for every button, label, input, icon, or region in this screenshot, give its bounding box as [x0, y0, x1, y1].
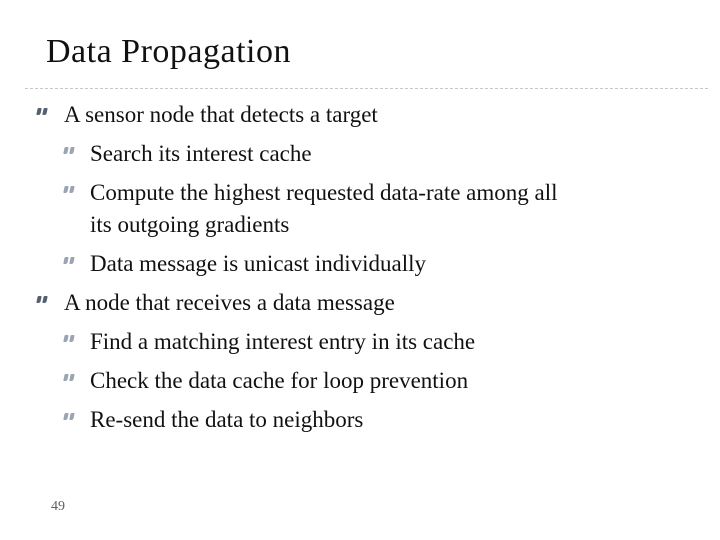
list-item: A node that receives a data message	[36, 287, 663, 319]
quote-bullet-icon	[36, 296, 64, 303]
quote-bullet-icon	[63, 335, 90, 342]
list-item-text: Re-send the data to neighbors	[90, 407, 364, 432]
list-item: Check the data cache for loop prevention	[63, 365, 663, 397]
list-item-text: Search its interest cache	[90, 141, 312, 166]
list-item-text: A node that receives a data message	[64, 290, 395, 315]
page-number: 49	[51, 499, 65, 514]
bullet-list: A sensor node that detects a target Sear…	[36, 99, 663, 443]
quote-bullet-icon	[63, 147, 90, 154]
list-item: Find a matching interest entry in its ca…	[63, 326, 663, 358]
list-item-text: A sensor node that detects a target	[64, 102, 378, 127]
list-item-text: Compute the highest requested data-rate …	[90, 180, 558, 237]
list-item-text: Find a matching interest entry in its ca…	[90, 329, 476, 354]
quote-bullet-icon	[63, 186, 90, 193]
slide-title: Data Propagation	[46, 33, 291, 70]
list-item-text: Data message is unicast individually	[90, 251, 426, 276]
list-item: Re-send the data to neighbors	[63, 404, 663, 436]
list-item-text: Check the data cache for loop prevention	[90, 368, 469, 393]
quote-bullet-icon	[63, 257, 90, 264]
title-divider	[25, 88, 708, 89]
quote-bullet-icon	[36, 108, 64, 115]
list-item: Data message is unicast individually	[63, 248, 663, 280]
quote-bullet-icon	[63, 413, 90, 420]
list-item: Compute the highest requested data-rate …	[63, 177, 663, 241]
list-item: Search its interest cache	[63, 138, 663, 170]
list-item: A sensor node that detects a target	[36, 99, 663, 131]
quote-bullet-icon	[63, 374, 90, 381]
